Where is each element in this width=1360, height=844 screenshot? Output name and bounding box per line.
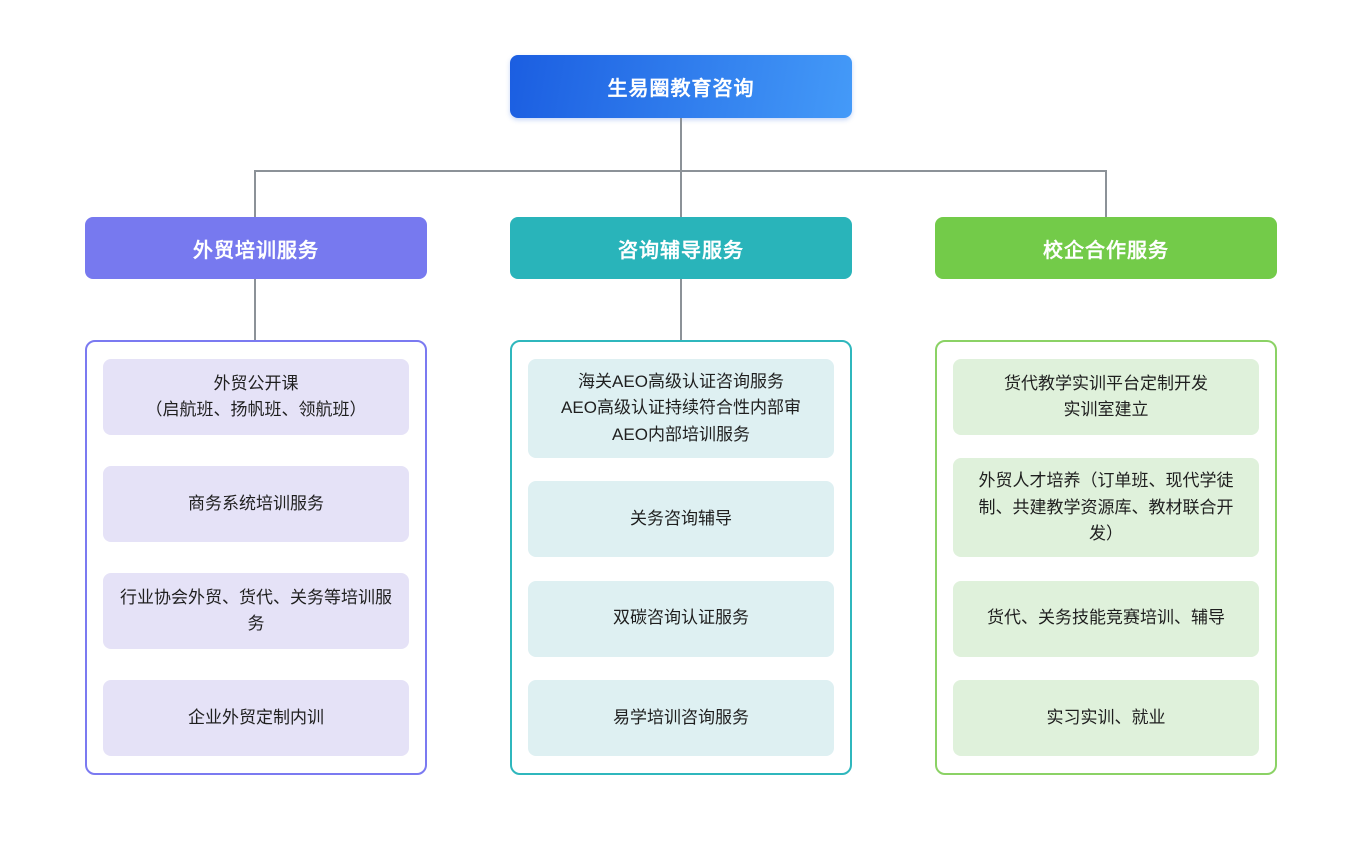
branch-container-consulting: 海关AEO高级认证咨询服务 AEO高级认证持续符合性内部审 AEO内部培训服务 … <box>510 340 852 775</box>
branch-container-trade-training: 外贸公开课 （启航班、扬帆班、领航班） 商务系统培训服务 行业协会外贸、货代、关… <box>85 340 427 775</box>
list-item: 货代教学实训平台定制开发 实训室建立 <box>953 359 1259 435</box>
list-item: 实习实训、就业 <box>953 679 1259 756</box>
list-item: 外贸公开课 （启航班、扬帆班、领航班） <box>103 359 409 435</box>
branch-header-label: 外贸培训服务 <box>193 239 319 262</box>
connector-branch2-to-container <box>680 279 682 340</box>
list-item: 关务咨询辅导 <box>528 481 834 558</box>
branch-container-school-enterprise: 货代教学实训平台定制开发 实训室建立 外贸人才培养（订单班、现代学徒制、共建教学… <box>935 340 1277 775</box>
root-node: 生易圈教育咨询 <box>510 55 852 118</box>
connector-branch1-to-container <box>254 279 256 340</box>
root-node-label: 生易圈教育咨询 <box>607 78 755 100</box>
connector-root-vertical <box>680 118 682 170</box>
branch-header-consulting: 咨询辅导服务 <box>510 217 852 279</box>
branch-header-school-enterprise: 校企合作服务 <box>935 217 1277 279</box>
connector-branch3-vertical <box>1105 170 1107 217</box>
list-item: 易学培训咨询服务 <box>528 679 834 756</box>
branch-header-label: 校企合作服务 <box>1043 239 1169 262</box>
list-item: 外贸人才培养（订单班、现代学徒制、共建教学资源库、教材联合开发） <box>953 458 1259 558</box>
branch-header-label: 咨询辅导服务 <box>618 239 744 262</box>
branch-header-trade-training: 外贸培训服务 <box>85 217 427 279</box>
connector-branch2-vertical <box>680 170 682 217</box>
list-item: 双碳咨询认证服务 <box>528 580 834 657</box>
connector-branch1-vertical <box>254 170 256 217</box>
list-item: 企业外贸定制内训 <box>103 680 409 756</box>
list-item: 商务系统培训服务 <box>103 466 409 542</box>
list-item: 海关AEO高级认证咨询服务 AEO高级认证持续符合性内部审 AEO内部培训服务 <box>528 359 834 459</box>
list-item: 行业协会外贸、货代、关务等培训服务 <box>103 573 409 649</box>
list-item: 货代、关务技能竞赛培训、辅导 <box>953 580 1259 657</box>
